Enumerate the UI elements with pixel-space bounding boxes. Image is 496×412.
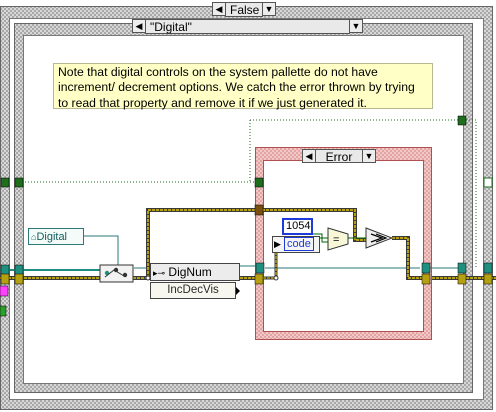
digital-reference-label: Digital	[36, 231, 68, 243]
tunnel-ref-right-inner	[457, 262, 467, 274]
comment-note: Note that digital controls on the system…	[53, 63, 433, 110]
property-node-property-label: IncDecVis	[167, 284, 219, 296]
tunnel-err-error-right	[421, 273, 431, 285]
tunnel-err-error-left	[254, 273, 264, 285]
tunnel-ref-left-outer	[0, 264, 10, 276]
property-node-property[interactable]: IncDecVis	[150, 282, 236, 299]
outer-case-prev-button[interactable]: ◀	[212, 2, 226, 16]
error-case-prev-button[interactable]: ◀	[302, 149, 316, 163]
comment-note-text: Note that digital controls on the system…	[58, 65, 415, 110]
tunnel-path-left	[0, 285, 9, 297]
property-node-class[interactable]: ▸⊸ DigNum	[150, 263, 240, 281]
error-code-constant[interactable]: 1054	[282, 218, 313, 235]
property-node-ref-icon: ▸⊸	[153, 268, 166, 278]
property-node-arrow	[236, 287, 240, 295]
unbundle-arrow-icon: ▶	[274, 239, 281, 249]
tunnels	[0, 115, 493, 317]
tunnel-err-left-outer	[0, 273, 10, 285]
error-code-constant-value: 1054	[286, 220, 311, 232]
merge-errors-node	[99, 264, 134, 283]
inner-case-selector-label: "Digital"	[150, 20, 192, 34]
inner-case-prev-button[interactable]: ◀	[132, 19, 146, 33]
property-node-class-label: DigNum	[168, 265, 212, 279]
dotted-boolean-wires	[22, 119, 477, 269]
tunnel-ref-error-right	[421, 262, 431, 274]
unbundle-by-name-node[interactable]: ▶ code	[272, 236, 320, 253]
tunnel-bool-right-inner	[457, 115, 467, 126]
unbundle-field-label: code	[283, 237, 314, 251]
tunnel-err-right-outer	[483, 273, 493, 285]
tunnel-bool-error-top	[254, 177, 264, 188]
outer-case-selector[interactable]: False	[225, 2, 263, 17]
tunnel-ref-right-outer	[483, 262, 493, 274]
tunnel-bool-right-outer	[483, 177, 493, 188]
error-case-next-button[interactable]: ▼	[362, 149, 376, 163]
tunnel-bool-left-outer	[0, 177, 10, 188]
inner-case-selector[interactable]: "Digital"	[145, 19, 350, 34]
tunnel-bool-left-inner	[14, 177, 24, 188]
outer-case-next-button[interactable]: ▼	[262, 2, 276, 16]
select-node	[365, 227, 394, 249]
error-case-selector-label: Error	[325, 150, 353, 164]
outer-case-selector-label: False	[230, 3, 260, 17]
reference-icon: ⌂	[31, 232, 37, 242]
tunnel-ref-left-inner	[14, 264, 24, 276]
digital-control-reference[interactable]: ⌂Digital	[28, 228, 84, 245]
tunnel-err-right-inner	[457, 273, 467, 285]
error-case-selector[interactable]: Error	[315, 149, 363, 164]
tunnel-ref-error-left	[255, 262, 265, 274]
tunnel-stop-left	[0, 305, 7, 317]
equal-node: =	[327, 227, 349, 251]
tunnel-err-error-top	[254, 204, 264, 216]
reference-wire	[84, 235, 458, 269]
svg-text:=: =	[333, 234, 339, 246]
inner-case-next-button[interactable]: ▼	[349, 19, 363, 33]
tunnel-err-left-inner	[14, 273, 24, 285]
